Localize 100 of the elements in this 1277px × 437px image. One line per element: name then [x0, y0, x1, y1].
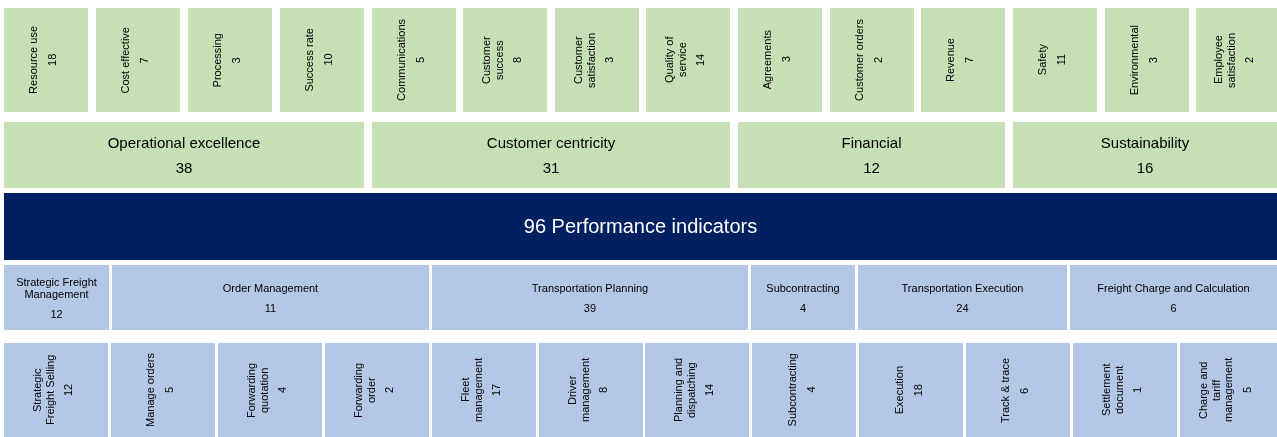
indicator-label: Communications: [395, 19, 408, 101]
indicator-count: 18: [911, 382, 924, 399]
category-box: [372, 122, 730, 188]
process-box: [431, 343, 536, 437]
indicator-label: Strategic Freight Selling: [31, 353, 57, 428]
indicator-label: Processing: [211, 32, 224, 88]
process-box: [645, 343, 750, 437]
indicator-label: Manage orders: [144, 353, 157, 427]
process-box: [1179, 343, 1277, 437]
kpi-box: [921, 8, 1005, 112]
process-box: [966, 343, 1071, 437]
indicator-label: Forwarding quotation: [244, 361, 271, 420]
indicator-label: Revenue: [944, 37, 957, 82]
indicator-label: 96 Performance indicators: [523, 215, 758, 238]
module-box: [1070, 265, 1277, 330]
indicator-count: 7: [963, 55, 976, 66]
indicator-count: 5: [162, 385, 176, 396]
kpi-box: [1196, 8, 1277, 112]
process-box: [1073, 343, 1177, 437]
kpi-box: [646, 8, 730, 112]
indicator-label: Transportation Planning: [531, 281, 649, 294]
indicator-count: 6: [1018, 385, 1031, 396]
indicator-count: 1: [1131, 385, 1144, 396]
indicator-count: 12: [50, 307, 63, 320]
indicator-label: Success rate: [303, 28, 316, 92]
indicator-count: 4: [804, 385, 817, 396]
indicator-count: 12: [863, 159, 880, 176]
indicator-label: Safety: [1036, 44, 1049, 76]
indicator-label: Execution: [892, 365, 906, 415]
indicator-label: Subcontracting: [766, 281, 840, 294]
indicator-label: Sustainability: [1100, 134, 1190, 151]
indicator-count: 5: [414, 55, 427, 66]
indicator-label: Subcontracting: [785, 353, 799, 427]
indicator-label: Customer satisfaction: [572, 31, 598, 90]
indicator-label: Track & trace: [999, 357, 1013, 423]
module-box: [432, 265, 748, 330]
process-box: [217, 343, 322, 437]
indicator-label: Order Management: [222, 281, 319, 294]
indicator-label: Customer success: [480, 35, 506, 86]
banner: [4, 193, 1277, 260]
indicator-label: Fleet management: [458, 356, 484, 425]
kpi-box: [463, 8, 547, 112]
indicator-label: Strategic Freight Management: [15, 275, 98, 300]
category-box: [1013, 122, 1277, 188]
kpi-box: [96, 8, 180, 112]
indicator-count: 31: [542, 159, 560, 176]
indicator-count: 5: [1241, 385, 1254, 396]
indicator-label: Resource use: [27, 26, 40, 94]
indicator-label: Environmental: [1128, 24, 1141, 96]
indicator-label: Planning and dispatching: [672, 356, 698, 425]
indicator-label: Forwarding order: [351, 361, 377, 420]
indicator-label: Charge and tariff management: [1197, 356, 1236, 425]
indicator-label: Cost effective: [119, 26, 132, 94]
kpi-box: [830, 8, 914, 112]
indicator-count: 2: [872, 55, 885, 66]
indicator-label: Operational excellence: [107, 134, 261, 151]
kpi-box: [738, 8, 822, 112]
kpi-box: [188, 8, 272, 112]
indicator-count: 11: [264, 301, 277, 314]
indicator-label: Customer orders: [853, 19, 866, 101]
indicator-count: 2: [1242, 55, 1256, 66]
module-box: [751, 265, 855, 330]
indicator-count: 4: [799, 301, 807, 314]
indicator-count: 3: [1147, 55, 1160, 66]
indicator-count: 10: [322, 52, 335, 69]
indicator-count: 18: [46, 52, 59, 69]
indicator-count: 8: [511, 55, 524, 66]
indicator-label: Employee satisfaction: [1211, 31, 1237, 90]
indicator-label: Agreements: [761, 30, 774, 90]
indicator-label: Quality of service: [663, 35, 689, 86]
module-box: [112, 265, 429, 330]
kpi-box: [1105, 8, 1189, 112]
indicator-count: 8: [596, 385, 610, 396]
module-box: [4, 265, 109, 330]
kpi-box: [1013, 8, 1097, 112]
kpi-box: [555, 8, 639, 112]
indicator-count: 17: [489, 382, 503, 399]
indicator-count: 6: [1170, 301, 1177, 314]
indicator-label: Customer centricity: [486, 134, 616, 151]
process-box: [538, 343, 643, 437]
process-box: [324, 343, 429, 437]
indicator-count: 7: [138, 55, 151, 66]
indicator-label: Settlement document: [1100, 362, 1126, 419]
category-box: [4, 122, 364, 188]
indicator-count: 12: [62, 382, 75, 399]
process-box: [4, 343, 108, 437]
indicator-count: 16: [1136, 159, 1154, 176]
indicator-label: Freight Charge and Calculation: [1097, 281, 1250, 294]
indicator-count: 3: [230, 55, 243, 66]
indicator-count: 24: [956, 301, 969, 314]
indicator-count: 3: [603, 55, 616, 66]
indicator-count: 14: [694, 52, 707, 69]
indicator-count: 4: [276, 385, 289, 396]
kpi-box: [280, 8, 364, 112]
indicator-count: 14: [703, 382, 717, 399]
module-box: [858, 265, 1067, 330]
indicator-count: 3: [780, 55, 793, 66]
process-box: [859, 343, 964, 437]
indicator-label: Financial: [841, 134, 902, 151]
indicator-count: 38: [175, 159, 193, 176]
